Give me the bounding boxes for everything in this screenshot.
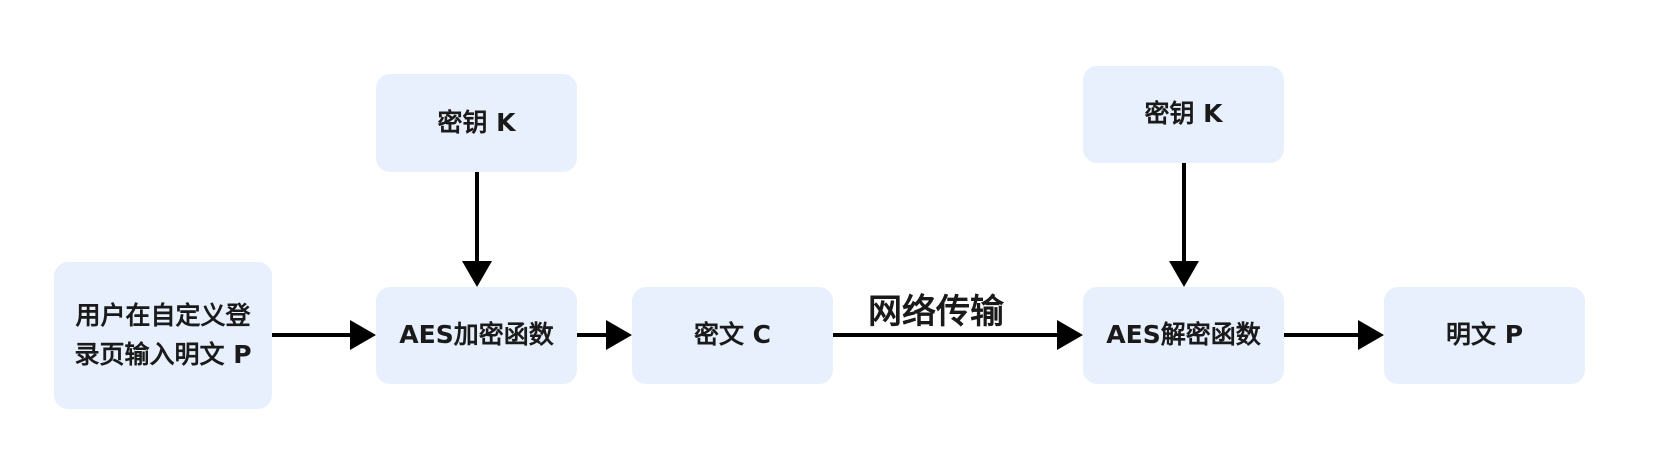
node-label: AES加密函数 [399, 320, 554, 350]
arrowhead-icon [1057, 320, 1083, 350]
arrowhead-icon [350, 320, 376, 350]
node-plaintext-input: 用户在自定义登录页输入明文 P [54, 262, 272, 409]
node-plaintext-output: 明文 P [1384, 287, 1585, 384]
node-label: AES解密函数 [1106, 320, 1261, 350]
arrowhead-icon [606, 320, 632, 350]
node-label: 密钥 K [437, 107, 516, 137]
edge-label-network: 网络传输 [868, 292, 1004, 332]
node-aes-encrypt: AES加密函数 [376, 287, 577, 384]
node-label: 明文 P [1445, 320, 1524, 350]
node-label: 密文 C [693, 320, 772, 350]
node-label: 用户在自定义登录页输入明文 P [74, 300, 252, 369]
node-key-decrypt: 密钥 K [1083, 66, 1284, 163]
arrowhead-icon [1358, 320, 1384, 350]
node-aes-decrypt: AES解密函数 [1083, 287, 1284, 384]
node-key-encrypt: 密钥 K [376, 74, 577, 172]
node-ciphertext: 密文 C [632, 287, 833, 384]
arrowhead-icon [1169, 261, 1199, 287]
node-label: 密钥 K [1144, 99, 1223, 129]
arrowhead-icon [462, 261, 492, 287]
